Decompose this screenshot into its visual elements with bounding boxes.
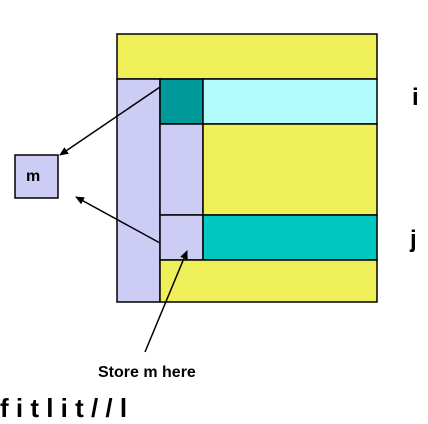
pivot-cell-i	[159, 78, 204, 125]
row-j-label: j	[410, 226, 417, 253]
arrow-j-to-m	[75, 196, 161, 244]
m-box	[14, 154, 59, 199]
bottom-band	[159, 259, 378, 303]
middle-yellow	[202, 123, 378, 216]
row-i-band	[202, 78, 378, 125]
matrix-diagram	[14, 33, 378, 353]
row-j-band	[202, 214, 378, 261]
caption: Store m here	[98, 364, 196, 381]
diagram-canvas: i j m Store m here f i t l i t / / l	[0, 33, 419, 423]
middle-lavender	[159, 123, 204, 216]
cropped-bottom-text: f i t l i t / / l	[0, 393, 128, 423]
row-i-label: i	[412, 84, 419, 111]
arrow-pivot-to-m	[59, 86, 161, 156]
left-column	[116, 78, 161, 303]
arrow-caption-to-store-cell	[144, 250, 188, 353]
m-label: m	[26, 168, 41, 185]
top-band	[116, 33, 378, 80]
store-cell-j	[159, 214, 204, 261]
